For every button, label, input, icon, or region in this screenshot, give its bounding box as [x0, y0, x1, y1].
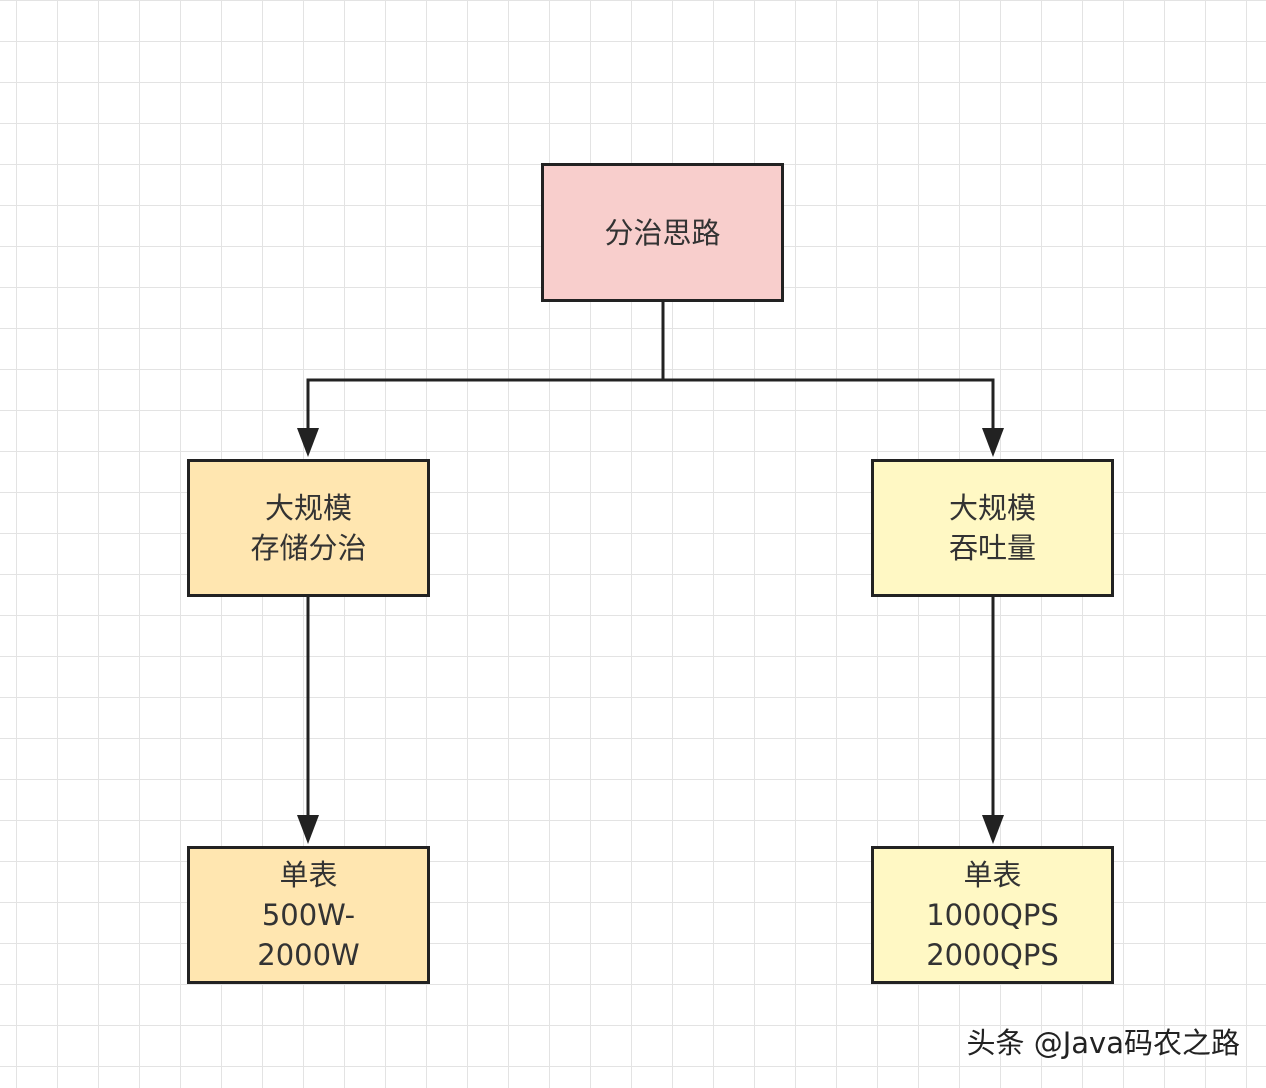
node-table-qps-line-1: 单表 — [963, 858, 1022, 892]
node-table-size-line-2: 500W- — [261, 898, 356, 932]
arrowhead-table-qps — [982, 815, 1004, 844]
node-table-size-line-1: 单表 — [279, 858, 338, 892]
arrowhead-table-size — [297, 815, 319, 844]
node-throughput-line-1: 大规模 — [948, 491, 1036, 525]
node-table-qps-line-2: 1000QPS — [926, 898, 1059, 932]
node-table-size-line-3: 2000W — [257, 938, 360, 972]
node-root-label: 分治思路 — [604, 215, 721, 250]
edge-root-to-storage — [306, 302, 665, 432]
arrowhead-storage — [297, 428, 319, 457]
node-throughput: 大规模 吞吐量 — [871, 459, 1114, 597]
node-table-qps: 单表 1000QPS 2000QPS — [871, 846, 1114, 984]
node-root: 分治思路 — [541, 163, 784, 302]
edge-root-to-throughput — [663, 378, 995, 432]
node-storage: 大规模 存储分治 — [187, 459, 430, 597]
node-table-qps-line-3: 2000QPS — [926, 938, 1059, 972]
node-storage-line-1: 大规模 — [264, 491, 352, 525]
watermark-text: 头条 @Java码农之路 — [966, 1026, 1240, 1060]
node-table-size: 单表 500W- 2000W — [187, 846, 430, 984]
arrowhead-throughput — [982, 428, 1004, 457]
node-throughput-line-2: 吞吐量 — [948, 531, 1036, 565]
node-storage-line-2: 存储分治 — [250, 531, 367, 565]
